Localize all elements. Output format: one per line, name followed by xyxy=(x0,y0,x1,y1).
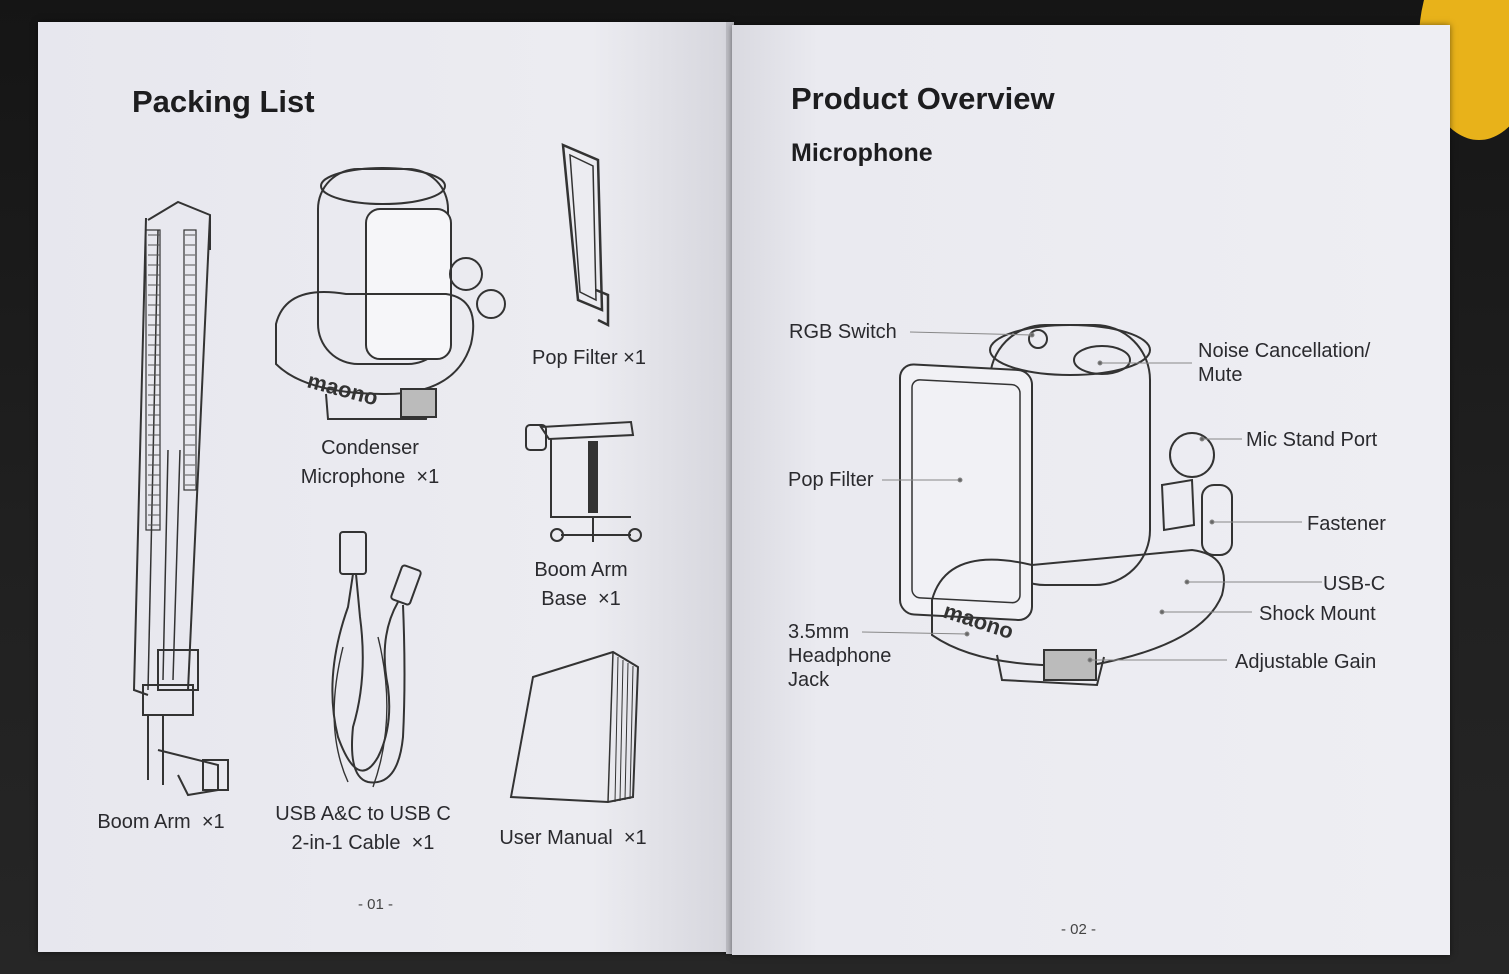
product-overview-title: Product Overview xyxy=(791,81,1055,116)
microphone-overview-illustration: maono xyxy=(861,324,1322,687)
user-manual-illustration xyxy=(509,650,640,804)
boom-arm-base-illustration xyxy=(525,420,642,542)
pop-filter-illustration xyxy=(561,143,610,328)
page-number-left: - 01 - xyxy=(358,896,394,913)
page-number-right: - 02 - xyxy=(1061,921,1097,938)
callout-adjustable-gain: Adjustable Gain xyxy=(1235,651,1377,673)
callout-noise-cancellation: Noise Cancellation/ Mute xyxy=(1198,340,1371,386)
user-manual-label: User Manual ×1 xyxy=(499,827,647,849)
callout-usb-c: USB-C xyxy=(1323,573,1386,595)
brand-logo-packing: maono xyxy=(305,368,381,411)
boom-arm-illustration xyxy=(132,200,229,797)
book-spine xyxy=(726,22,734,954)
condenser-mic-label: Condenser Microphone ×1 xyxy=(300,437,440,488)
packing-list-title: Packing List xyxy=(132,84,315,119)
packing-list-page: Packing List Boom Arm ×1 xyxy=(38,22,730,952)
usb-cable-label: USB A&C to USB C 2-in-1 Cable ×1 xyxy=(275,803,451,854)
microphone-subtitle: Microphone xyxy=(791,139,933,167)
pop-filter-label: Pop Filter ×1 xyxy=(532,347,646,369)
callout-headphone-jack: 3.5mm Headphone Jack xyxy=(788,621,892,691)
callout-rgb-switch: RGB Switch xyxy=(789,321,897,343)
product-overview-page: Product Overview Microphone maono xyxy=(732,25,1450,955)
condenser-mic-illustration: maono xyxy=(275,167,506,420)
boom-arm-label: Boom Arm ×1 xyxy=(97,811,225,833)
usb-cable-illustration xyxy=(331,531,422,788)
boom-arm-base-label: Boom Arm Base ×1 xyxy=(534,559,628,610)
callout-pop-filter: Pop Filter xyxy=(788,469,874,491)
callout-fastener: Fastener xyxy=(1307,513,1386,535)
callout-shock-mount: Shock Mount xyxy=(1259,603,1376,625)
callout-mic-stand-port: Mic Stand Port xyxy=(1246,429,1378,451)
